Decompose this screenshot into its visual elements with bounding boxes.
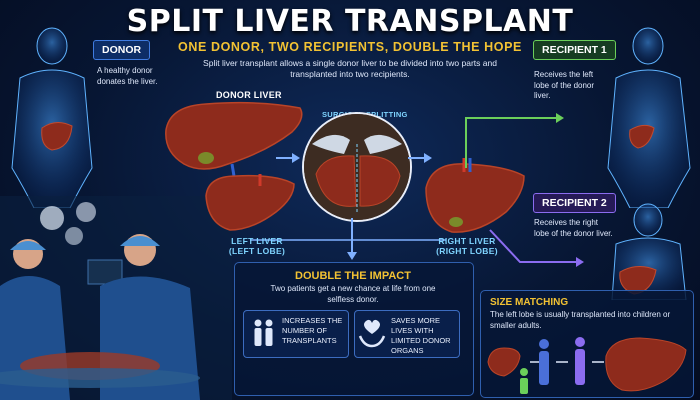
right-liver-label: RIGHT LIVER (RIGHT LOBE) — [436, 236, 498, 256]
impact-box-lives — [354, 310, 460, 358]
heart-hands-icon — [358, 319, 386, 348]
child-icon — [520, 368, 528, 394]
adult-icon — [539, 339, 549, 385]
donor-liver-label: DONOR LIVER — [216, 90, 282, 100]
donor-description: A healthy donor donates the liver. — [97, 66, 158, 86]
surgical-splitting-image — [302, 112, 412, 222]
page-title: SPLIT LIVER TRANSPLANT — [126, 4, 574, 39]
left-liver-label: LEFT LIVER (LEFT LOBE) — [228, 236, 286, 256]
size-matching-illustration — [487, 337, 687, 394]
donor-tag: DONOR — [93, 40, 151, 60]
recipient2-tag: RECIPIENT 2 — [533, 193, 616, 213]
recipient2-body-illustration — [611, 203, 687, 300]
donor-body-illustration — [11, 27, 93, 208]
recipient2-description: Receives the right lobe of the donor liv… — [534, 218, 613, 238]
impact-box1-text: INCREASES THE NUMBER OF TRANSPLANTS — [282, 316, 343, 345]
impact-box2-text: SAVES MORE LIVES WITH LIMITED DONOR ORGA… — [391, 316, 451, 355]
impact-text: Two patients get a new chance at life fr… — [270, 284, 436, 304]
recipient1-body-illustration — [607, 27, 691, 208]
recipient1-description: Receives the left lobe of the donor live… — [534, 70, 595, 100]
people-icon — [254, 319, 273, 346]
left-liver-illustration — [205, 174, 295, 231]
size-matching-text: The left lobe is usually transplanted in… — [490, 310, 671, 330]
surgery-scene-illustration — [0, 196, 232, 400]
impact-title: DOUBLE THE IMPACT — [295, 270, 411, 282]
right-liver-illustration — [425, 158, 525, 233]
donor-liver-illustration — [165, 101, 303, 176]
page-subtitle: ONE DONOR, TWO RECIPIENTS, DOUBLE THE HO… — [178, 40, 522, 54]
recipient1-tag: RECIPIENT 1 — [533, 40, 616, 60]
intro-text: Split liver transplant allows a single d… — [203, 58, 497, 79]
adult-icon — [575, 337, 585, 385]
size-matching-title: SIZE MATCHING — [490, 297, 569, 308]
arrow-icon — [250, 113, 584, 267]
